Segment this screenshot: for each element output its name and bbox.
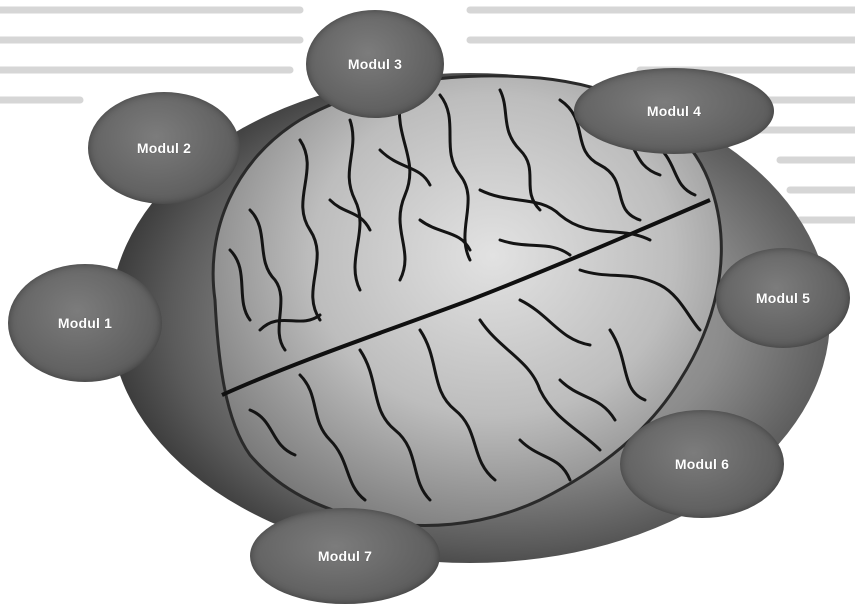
module-7-label: Modul 7 bbox=[318, 548, 372, 564]
module-1-node: Modul 1 bbox=[8, 264, 162, 382]
module-5-label: Modul 5 bbox=[756, 290, 810, 306]
module-6-label: Modul 6 bbox=[675, 456, 729, 472]
module-6-node: Modul 6 bbox=[620, 410, 784, 518]
module-2-node: Modul 2 bbox=[88, 92, 240, 204]
module-4-node: Modul 4 bbox=[574, 68, 774, 154]
module-2-label: Modul 2 bbox=[137, 140, 191, 156]
module-4-label: Modul 4 bbox=[647, 103, 701, 119]
module-1-label: Modul 1 bbox=[58, 315, 112, 331]
module-3-node: Modul 3 bbox=[306, 10, 444, 118]
module-5-node: Modul 5 bbox=[716, 248, 850, 348]
module-7-node: Modul 7 bbox=[250, 508, 440, 604]
module-3-label: Modul 3 bbox=[348, 56, 402, 72]
